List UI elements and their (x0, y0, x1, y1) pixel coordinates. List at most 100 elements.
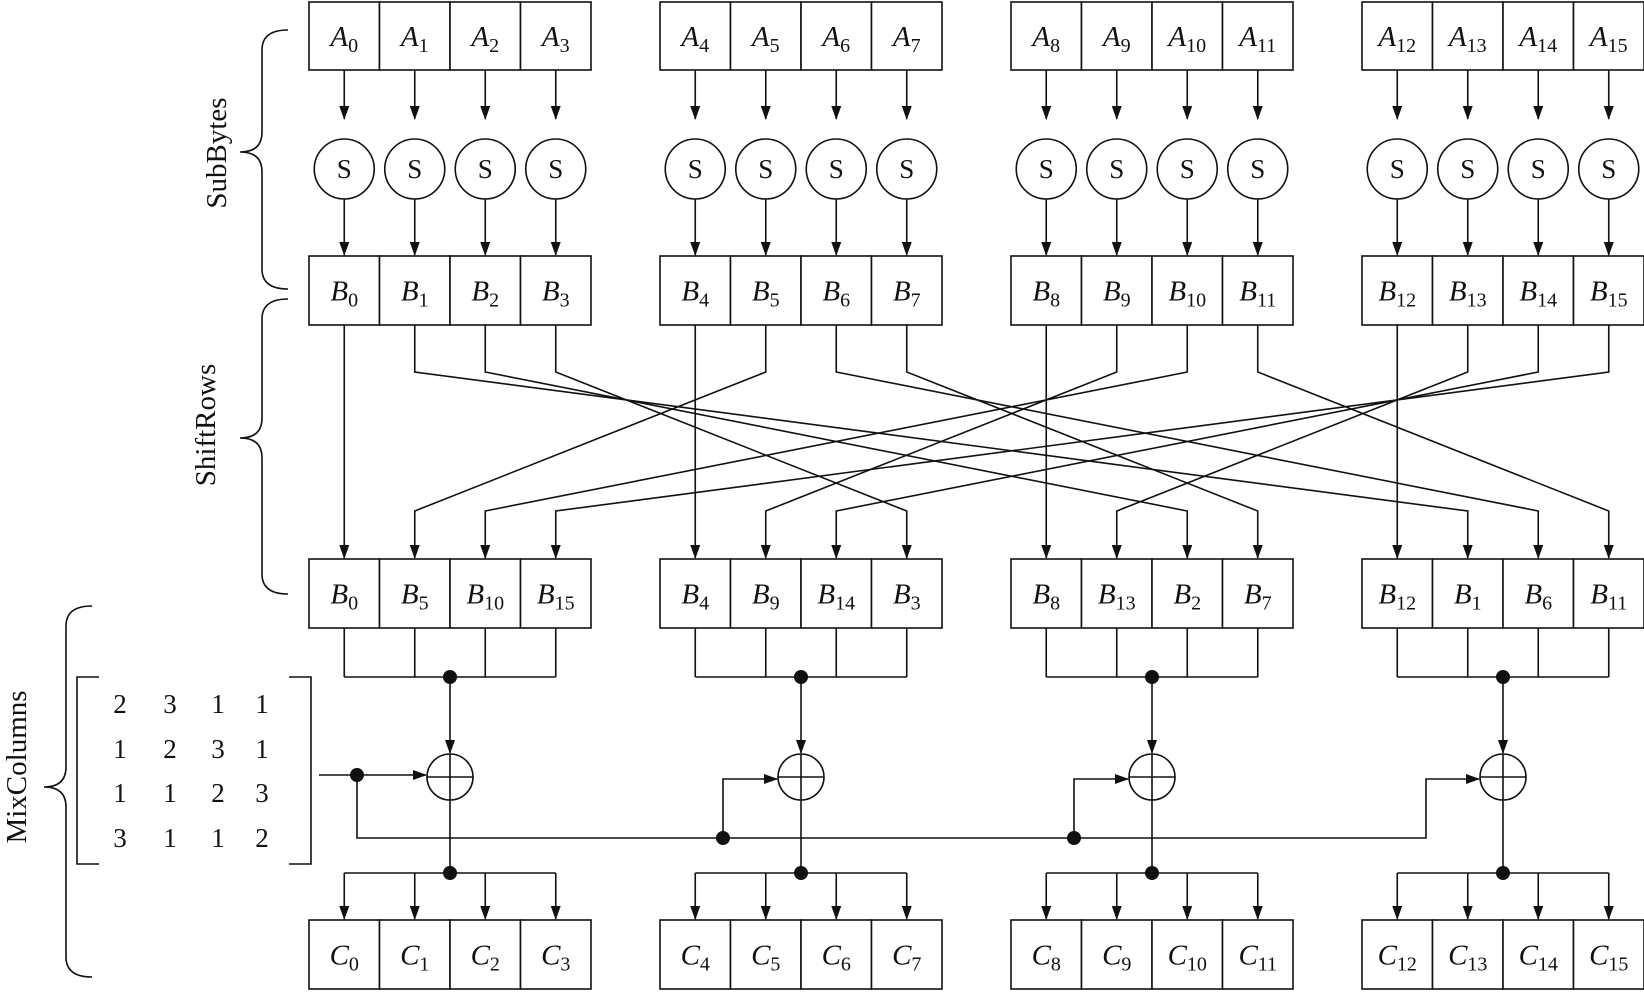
cell-label: B10 (1168, 276, 1206, 312)
cell-label: B0 (330, 579, 358, 615)
matrix-bus-main (356, 774, 1480, 839)
cell-b-9: B9 (1080, 255, 1153, 326)
matrix-entry: 2 (211, 778, 225, 808)
cell-a-5: A5 (729, 1, 802, 71)
shift-wire-7 (905, 325, 1263, 559)
shift-wire-2 (484, 325, 1193, 559)
cell-label: B11 (1239, 276, 1276, 312)
cell-b2-13: B1 (1431, 558, 1504, 629)
sbox-label: S (758, 154, 773, 184)
cell-b-1: B1 (378, 255, 451, 326)
cell-b2-8: B8 (1010, 558, 1083, 629)
cell-c-14: C14 (1502, 919, 1575, 990)
cell-b-3: B3 (519, 255, 592, 326)
cell-label: C5 (751, 940, 780, 976)
cell-c-8: C8 (1010, 919, 1083, 990)
cell-a-9: A9 (1080, 1, 1153, 71)
cell-label: B12 (1378, 276, 1416, 312)
cell-label: C2 (471, 940, 500, 976)
cell-label: B9 (1103, 276, 1131, 312)
cell-c-6: C6 (800, 919, 873, 990)
cell-c-15: C15 (1572, 919, 1644, 990)
shift-wire-6 (835, 325, 1544, 559)
sbox-label: S (1460, 154, 1475, 184)
shift-wire-1 (413, 325, 1473, 559)
cell-label: B14 (817, 579, 855, 615)
sbox-11: S (1226, 138, 1289, 200)
cell-b2-9: B13 (1080, 558, 1153, 629)
sbox-label: S (1531, 154, 1546, 184)
cell-b2-12: B12 (1361, 558, 1434, 629)
cell-c-11: C11 (1221, 919, 1294, 990)
cell-label: C13 (1448, 940, 1487, 976)
cell-label: A15 (1588, 21, 1628, 57)
cell-a-14: A14 (1502, 1, 1575, 71)
stage-label-mixcolumns: MixColumns (1, 690, 33, 843)
cell-label: C1 (400, 940, 429, 976)
matrix-bracket-right (289, 676, 312, 865)
stage-label-shiftrows: ShiftRows (190, 364, 222, 486)
cell-a-11: A11 (1221, 1, 1294, 71)
cell-a-1: A1 (378, 1, 451, 71)
cell-label: C7 (892, 940, 921, 976)
cell-b2-15: B11 (1572, 558, 1644, 629)
matrix-entry: 2 (113, 689, 127, 719)
sbox-label: S (688, 154, 703, 184)
cell-a-7: A7 (870, 1, 943, 71)
cell-label: C11 (1238, 940, 1277, 976)
sbox-label: S (1390, 154, 1405, 184)
cell-a-6: A6 (800, 1, 873, 71)
cell-b-13: B13 (1431, 255, 1504, 326)
cell-b2-4: B4 (659, 558, 732, 629)
cell-b-7: B7 (870, 255, 943, 326)
cell-label: B12 (1378, 579, 1416, 615)
sbox-label: S (1601, 154, 1616, 184)
cell-label: B4 (681, 579, 709, 615)
cell-label: C4 (681, 940, 710, 976)
sbox-13: S (1436, 138, 1499, 200)
cell-label: B13 (1449, 276, 1487, 312)
cell-label: B7 (1244, 579, 1272, 615)
cell-label: C12 (1378, 940, 1417, 976)
matrix-entry: 1 (163, 778, 177, 808)
sbox-4: S (664, 138, 727, 200)
cell-a-8: A8 (1010, 1, 1083, 71)
shift-wire-3 (554, 325, 912, 559)
sbox-9: S (1085, 138, 1148, 200)
matrix-entry: 3 (255, 778, 269, 808)
matrix-entry: 1 (163, 823, 177, 853)
matrix-bus-branch-1 (722, 774, 778, 838)
cell-a-13: A13 (1431, 1, 1504, 71)
cell-label: C14 (1519, 940, 1558, 976)
cell-label: A7 (891, 21, 921, 57)
cell-label: B14 (1519, 276, 1557, 312)
matrix-entry: 1 (211, 689, 225, 719)
shift-wire-5 (409, 325, 767, 559)
cell-b2-0: B0 (308, 558, 381, 629)
sbox-label: S (1180, 154, 1195, 184)
cell-c-12: C12 (1361, 919, 1434, 990)
matrix-entry: 1 (255, 734, 269, 764)
sbox-1: S (383, 138, 446, 200)
cell-a-15: A15 (1572, 1, 1644, 71)
cell-label: B11 (1590, 579, 1627, 615)
cell-label: B13 (1098, 579, 1136, 615)
matrix-bracket-left (76, 676, 99, 865)
xor-0 (426, 753, 474, 801)
sbox-label: S (1109, 154, 1124, 184)
xor-1 (777, 753, 825, 801)
sbox-3: S (524, 138, 587, 200)
cell-b2-7: B3 (870, 558, 943, 629)
cell-label: B3 (542, 276, 570, 312)
cell-b2-14: B6 (1502, 558, 1575, 629)
cell-c-3: C3 (519, 919, 592, 990)
cell-b2-11: B7 (1221, 558, 1294, 629)
cell-c-9: C9 (1080, 919, 1153, 990)
cell-label: A6 (820, 21, 850, 57)
cell-a-10: A10 (1151, 1, 1224, 71)
cell-label: C0 (330, 940, 359, 976)
sbox-6: S (805, 138, 868, 200)
sbox-label: S (337, 154, 352, 184)
cell-c-7: C7 (870, 919, 943, 990)
brace-shiftrows (239, 298, 289, 595)
